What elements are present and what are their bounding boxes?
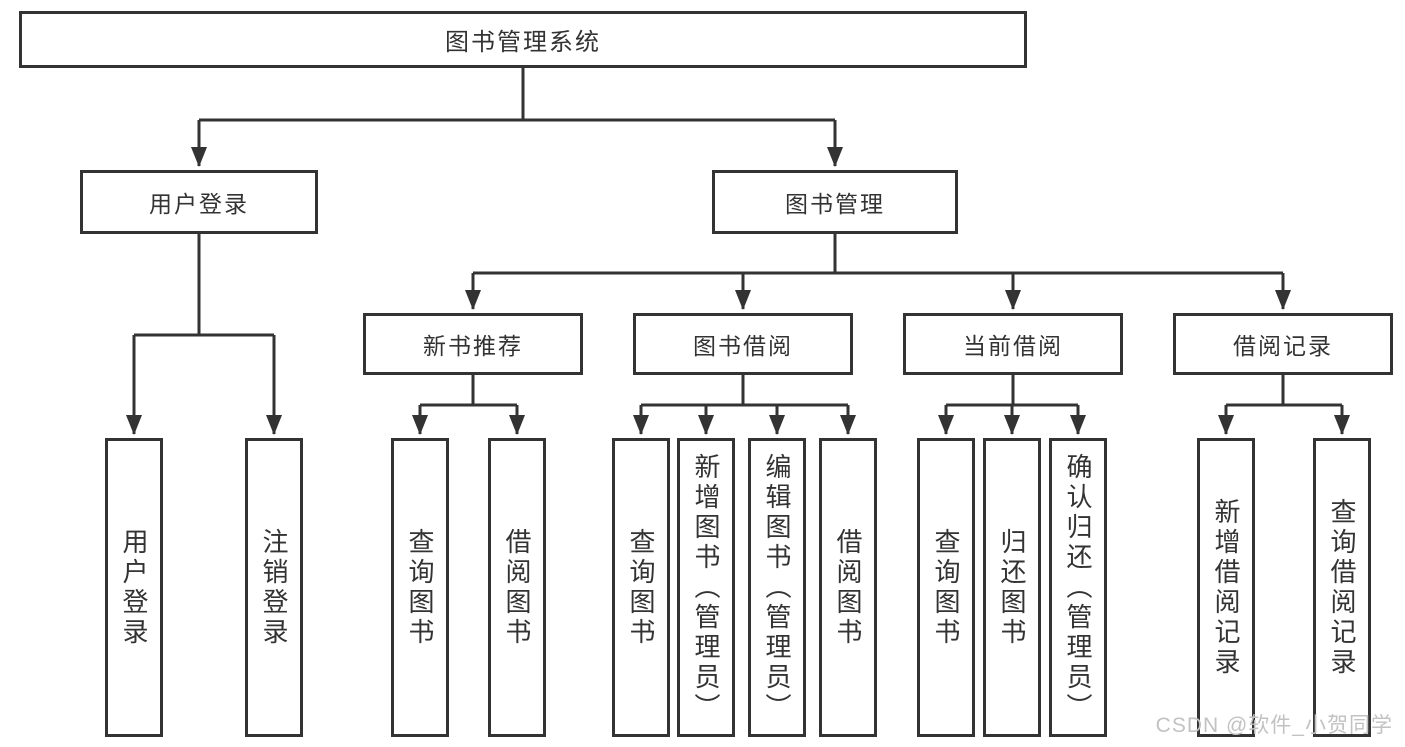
node-new-book-recommend-label: 新书推荐	[423, 333, 523, 359]
node-root-label: 图书管理系统	[445, 29, 601, 56]
leaf-add-borrow-record-label: 新增借阅记录	[1211, 497, 1241, 678]
node-root: 图书管理系统	[19, 11, 1027, 68]
leaf-add-borrow-record: 新增借阅记录	[1197, 438, 1255, 737]
leaf-query-borrow-record: 查询借阅记录	[1313, 438, 1371, 737]
leaf-query-books-current-label: 查询图书	[931, 527, 961, 648]
leaf-query-books-current: 查询图书	[917, 438, 975, 737]
node-user-login: 用户登录	[80, 170, 318, 234]
leaf-borrow-books-recommend-label: 借阅图书	[502, 527, 532, 648]
csdn-watermark: CSDN @软件_小贺同学	[1155, 714, 1393, 737]
leaf-borrow-books-label: 借阅图书	[833, 527, 863, 648]
leaf-return-book: 归还图书	[983, 438, 1041, 737]
leaf-confirm-return-admin: 确认归还（管理员）	[1049, 438, 1107, 737]
leaf-edit-book-admin-label: 编辑图书（管理员）	[762, 452, 792, 723]
node-book-borrow: 图书借阅	[633, 313, 853, 375]
node-book-management-label: 图书管理	[785, 191, 885, 217]
leaf-edit-book-admin: 编辑图书（管理员）	[748, 438, 806, 737]
leaf-query-books-recommend-label: 查询图书	[405, 527, 435, 648]
node-current-borrow: 当前借阅	[903, 313, 1123, 375]
leaf-query-books-recommend: 查询图书	[391, 438, 449, 737]
leaf-borrow-books-recommend: 借阅图书	[488, 438, 546, 737]
leaf-query-books-borrow-label: 查询图书	[626, 527, 656, 648]
node-borrow-records-label: 借阅记录	[1233, 333, 1333, 359]
node-new-book-recommend: 新书推荐	[363, 313, 583, 375]
leaf-add-book-admin: 新增图书（管理员）	[677, 438, 735, 737]
node-book-management: 图书管理	[712, 170, 958, 234]
node-user-login-label: 用户登录	[149, 191, 249, 217]
leaf-add-book-admin-label: 新增图书（管理员）	[691, 452, 721, 723]
node-current-borrow-label: 当前借阅	[963, 333, 1063, 359]
leaf-user-login: 用户登录	[105, 438, 163, 737]
node-book-borrow-label: 图书借阅	[693, 333, 793, 359]
leaf-user-login-label: 用户登录	[119, 527, 149, 648]
node-borrow-records: 借阅记录	[1173, 313, 1393, 375]
leaf-logout-label: 注销登录	[259, 527, 289, 648]
leaf-logout: 注销登录	[245, 438, 303, 737]
leaf-confirm-return-admin-label: 确认归还（管理员）	[1063, 452, 1093, 723]
leaf-query-books-borrow: 查询图书	[612, 438, 670, 737]
leaf-borrow-books: 借阅图书	[819, 438, 877, 737]
leaf-return-book-label: 归还图书	[997, 527, 1027, 648]
leaf-query-borrow-record-label: 查询借阅记录	[1327, 497, 1357, 678]
